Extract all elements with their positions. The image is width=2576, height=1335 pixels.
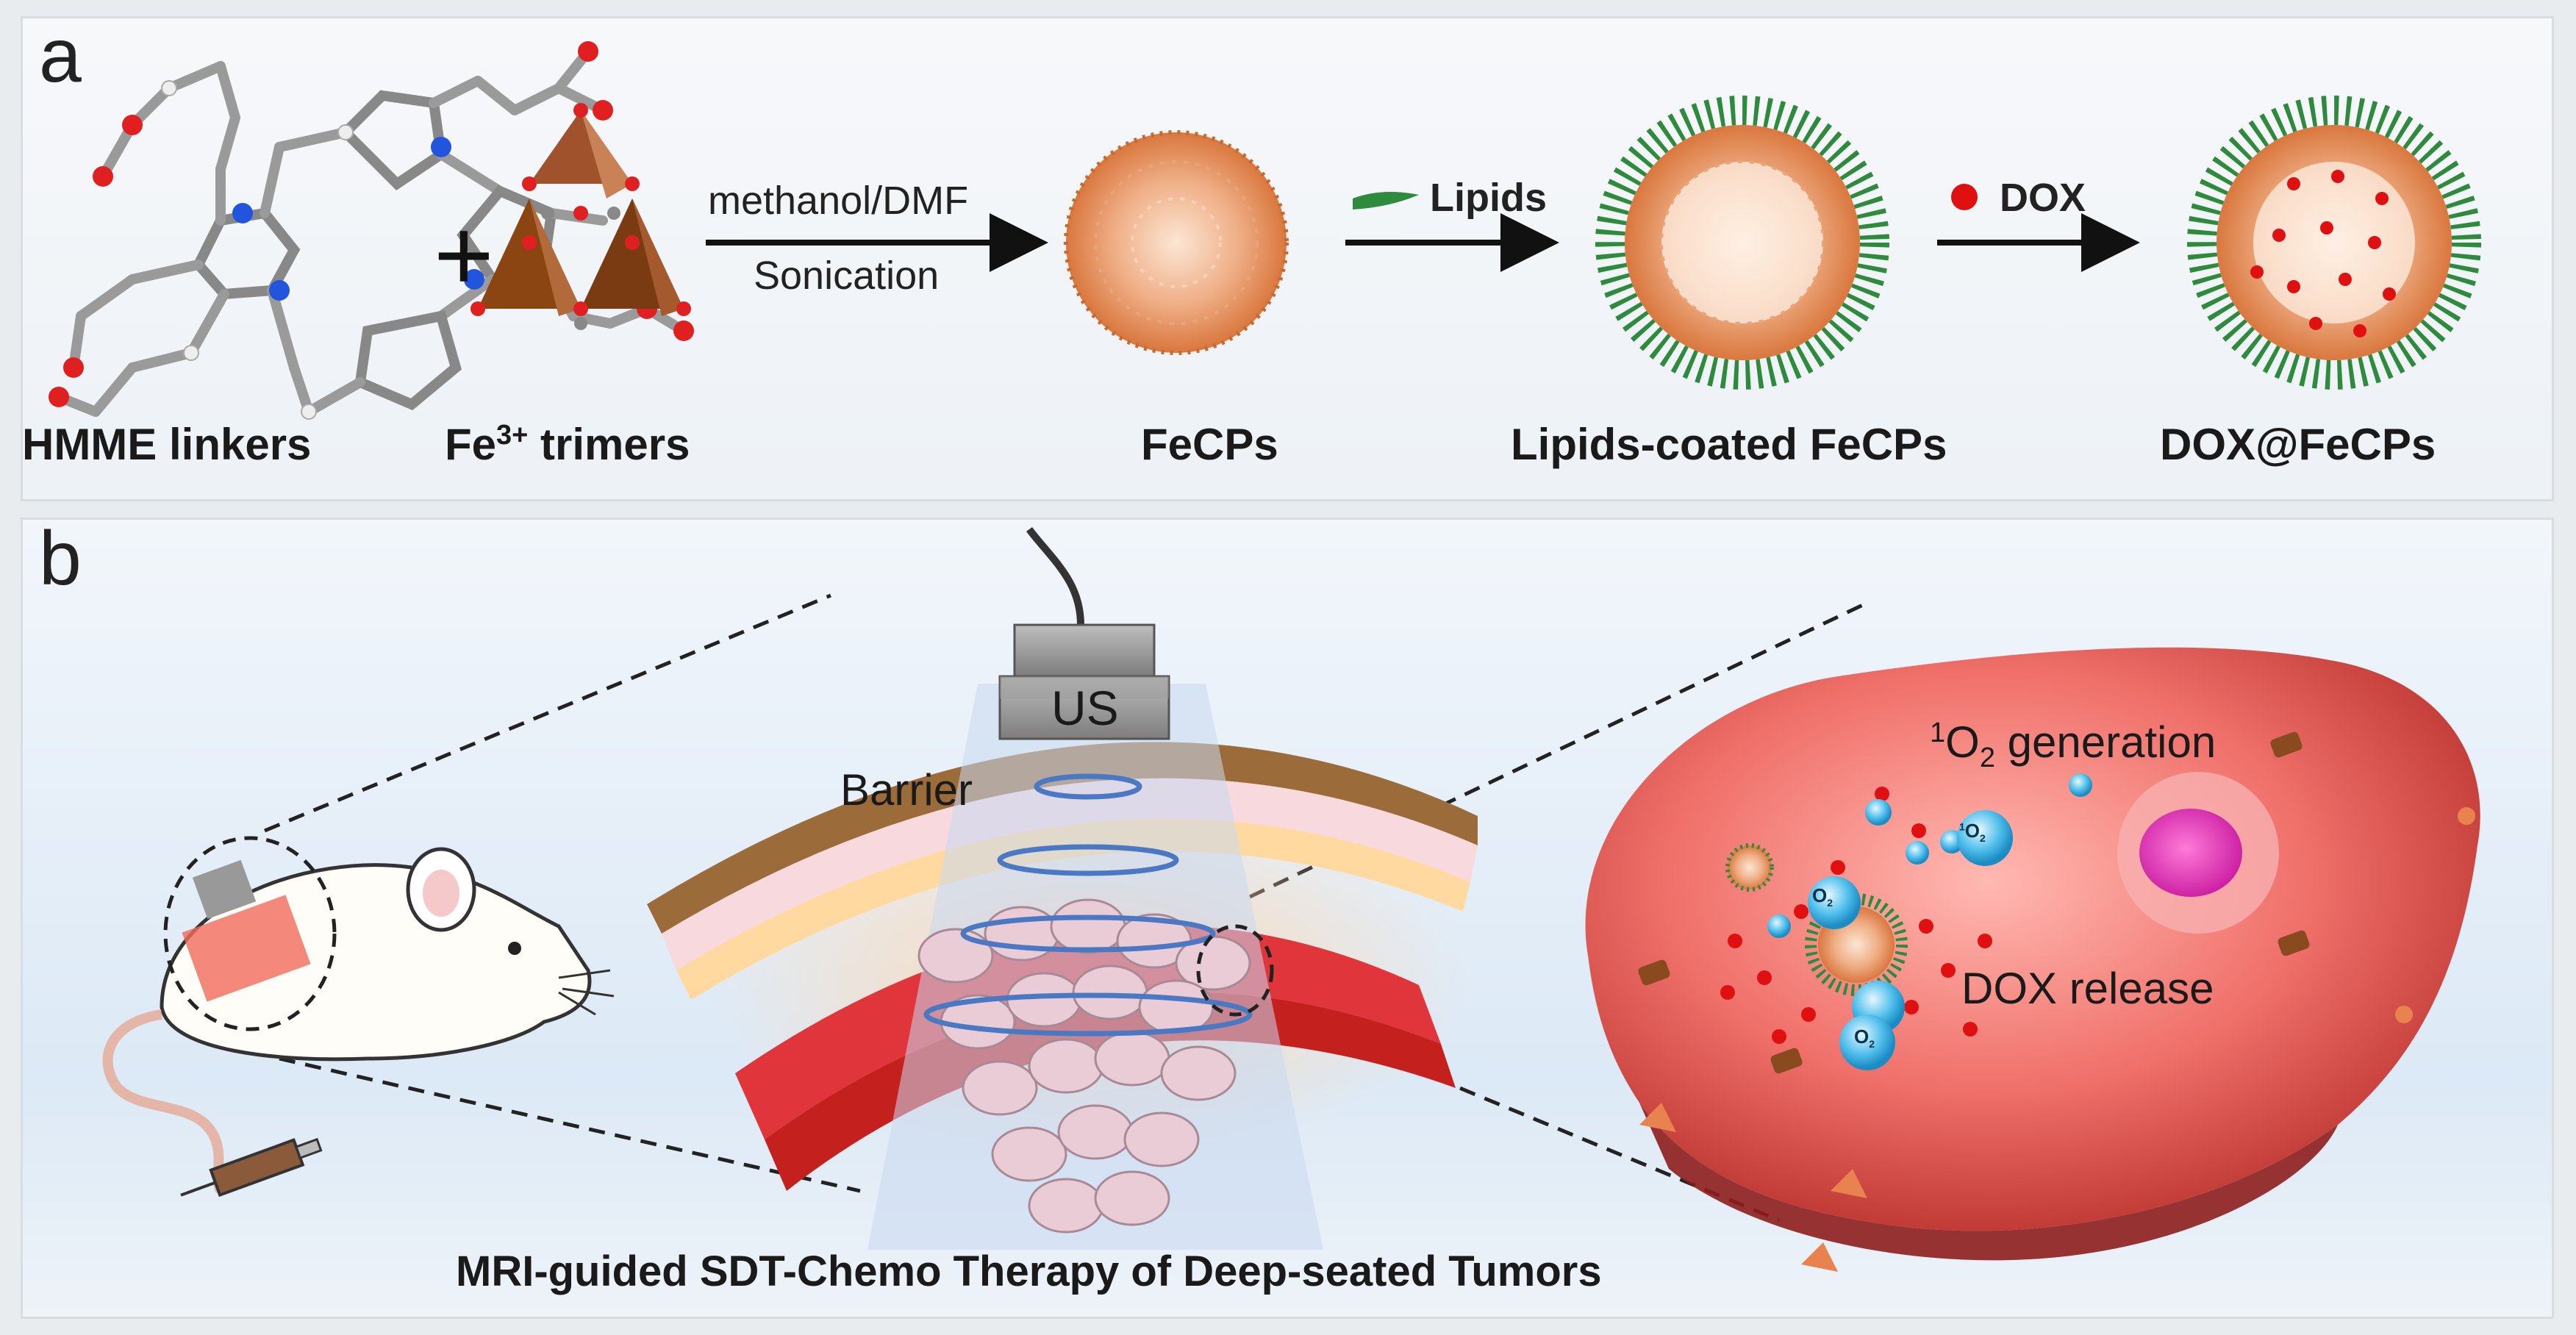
mouse-icon	[102, 836, 615, 1194]
o2-sup: 1	[1930, 717, 1946, 748]
o2-generation-label: 1O2 generation	[1930, 717, 2216, 774]
mitochondria	[1638, 731, 2310, 1074]
bubble-sub-2: 2	[1827, 897, 1833, 909]
step1-top-label: methanol/DMF	[708, 179, 969, 223]
caption-lipids-coated: Lipids-coated FeCPs	[1511, 420, 1947, 469]
tumor-cell-icon	[1585, 647, 2480, 1272]
syringe-icon	[180, 1137, 323, 1198]
ultrasound-waves	[923, 773, 1253, 1037]
transducer-icon	[998, 526, 1170, 740]
o2-sub: 2	[1979, 742, 1995, 773]
caption-fe-trimers: Fe3+ trimers	[445, 419, 690, 470]
step3-label: DOX	[2000, 176, 2086, 220]
figure-b-title: MRI-guided SDT-Chemo Therapy of Deep-sea…	[456, 1248, 1602, 1295]
lipids-coated-nanoparticle-icon	[1595, 96, 1889, 390]
barrier-label: Barrier	[840, 765, 973, 815]
fe-base: Fe	[445, 420, 497, 469]
caption-fecps: FeCPs	[1141, 420, 1278, 469]
caption-dox-fecps: DOX@FeCPs	[2160, 420, 2436, 469]
lipid-icon	[1353, 192, 1419, 210]
dox-dot-icon	[1951, 184, 1978, 210]
step2-label: Lipids	[1430, 176, 1547, 220]
bubble-sup-1: 1	[1959, 820, 1965, 833]
bubble-sub-3: 2	[1869, 1038, 1875, 1051]
bubble-main-1: O	[1964, 820, 1981, 842]
singlet-oxygen-bubbles	[1767, 773, 2092, 1070]
fe-rest: trimers	[528, 420, 690, 469]
step1-bottom-label: Sonication	[754, 254, 940, 298]
tissue-icon	[647, 684, 1478, 1250]
bubble-main-2: O	[1812, 884, 1828, 906]
bubble-sub-1: 2	[1980, 832, 1986, 845]
o2-rest: generation	[1994, 717, 2217, 767]
panel-b-label: b	[39, 516, 82, 601]
bubble-label-1: 1O2	[1959, 820, 1986, 844]
receptors	[1639, 807, 2475, 1272]
dox-loaded-nanoparticle-icon	[2187, 96, 2481, 390]
molecule-icon	[54, 46, 689, 417]
bubble-label-3: O2	[1854, 1026, 1875, 1050]
dox-molecules	[1720, 787, 1992, 1044]
dox-release-label: DOX release	[1961, 964, 2214, 1013]
caption-hmme-linkers: HMME linkers	[22, 420, 312, 469]
bubble-label-2: O2	[1812, 884, 1833, 909]
us-label: US	[1051, 681, 1119, 735]
zoom-lines-left	[264, 593, 861, 1193]
o2-main: O	[1945, 717, 1980, 767]
plus-sign: +	[434, 197, 494, 312]
bubble-main-3: O	[1854, 1026, 1870, 1048]
fe-sup: 3+	[496, 420, 529, 451]
fe-trimer-icon	[471, 103, 691, 330]
nanoparticle-icon	[1064, 130, 1289, 355]
panel-a-label: a	[39, 13, 82, 99]
